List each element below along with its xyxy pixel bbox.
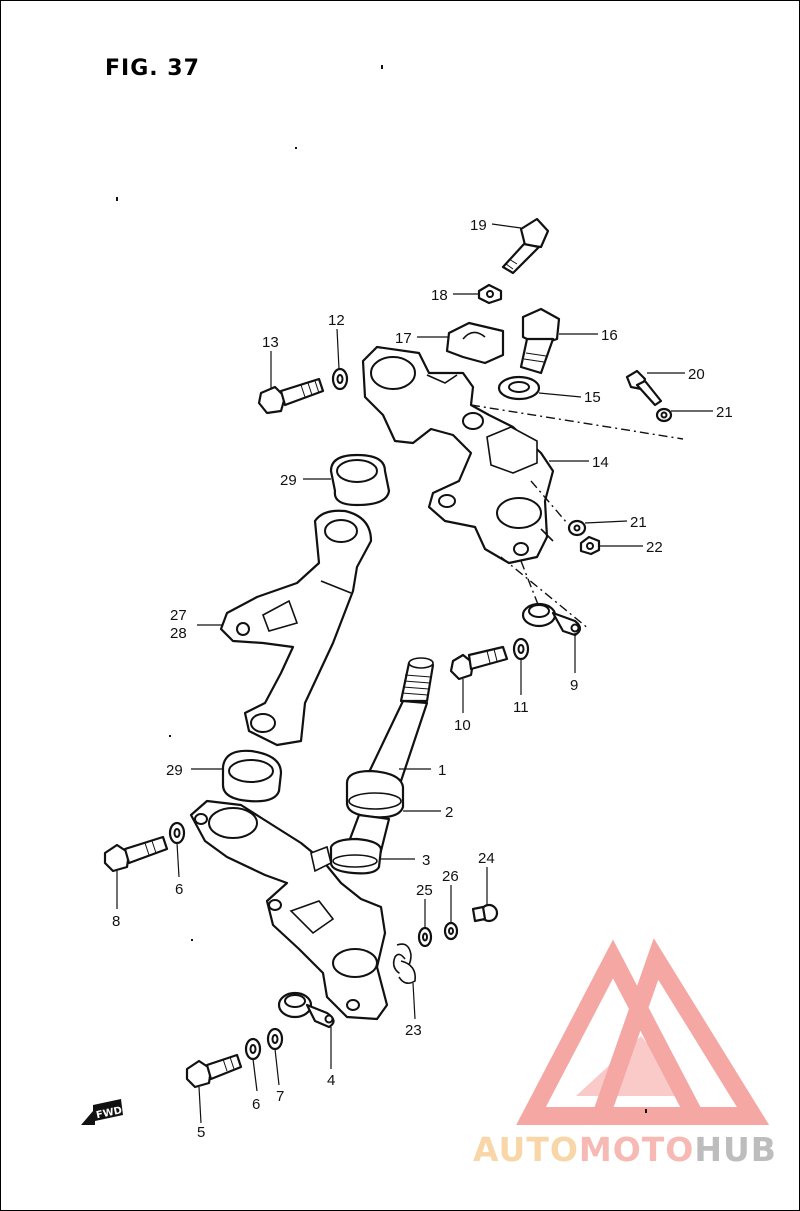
callout-21b: 21 xyxy=(630,514,647,531)
leader-lines xyxy=(116,223,713,1124)
callout-25: 25 xyxy=(416,882,433,899)
callout-6b: 6 xyxy=(252,1096,260,1113)
washer-21b xyxy=(567,519,587,537)
callout-9: 9 xyxy=(570,677,578,694)
callout-14: 14 xyxy=(592,454,609,471)
steering-stem-1 xyxy=(329,657,435,875)
callout-24: 24 xyxy=(478,850,495,867)
callout-21a: 21 xyxy=(716,404,733,421)
fwd-arrow-icon: FWD xyxy=(81,1099,123,1125)
nut-22 xyxy=(579,535,601,556)
figure-title: FIG. 37 xyxy=(105,56,200,81)
callout-3: 3 xyxy=(422,852,430,869)
callout-13: 13 xyxy=(262,334,279,351)
callout-27: 27 xyxy=(170,607,187,624)
callout-2: 2 xyxy=(445,804,453,821)
grommet-4 xyxy=(277,991,335,1029)
bolt-16 xyxy=(519,307,561,375)
assembly-lines xyxy=(470,404,684,630)
callout-7: 7 xyxy=(276,1088,284,1105)
washer-15 xyxy=(497,375,541,401)
seal-29a xyxy=(329,453,391,507)
callout-19: 19 xyxy=(470,217,487,234)
washer-26 xyxy=(443,921,459,941)
triangle-logo-icon xyxy=(516,938,770,1125)
bolt-19 xyxy=(501,217,550,275)
seal-29b xyxy=(221,749,283,803)
callout-16: 16 xyxy=(601,327,618,344)
callout-6a: 6 xyxy=(175,881,183,898)
upper-bracket-14 xyxy=(361,345,555,565)
washer-21a xyxy=(655,407,673,423)
callout-17: 17 xyxy=(395,330,412,347)
fwd-label: FWD xyxy=(95,1105,123,1121)
washer-6b xyxy=(244,1037,262,1061)
callout-15: 15 xyxy=(584,389,601,406)
bolt-20 xyxy=(625,369,663,407)
bolt-8 xyxy=(103,835,169,873)
grommet-9 xyxy=(521,602,582,637)
screw-24 xyxy=(471,903,499,923)
clamp-17 xyxy=(445,321,505,365)
watermark-text: AUTOMOTOHUB xyxy=(473,1130,777,1169)
callout-8: 8 xyxy=(112,913,120,930)
washer-25 xyxy=(417,926,433,948)
washer-11 xyxy=(512,637,530,661)
bolt-10 xyxy=(449,645,509,681)
callout-10: 10 xyxy=(454,717,471,734)
washer-7 xyxy=(266,1027,284,1051)
nut-18 xyxy=(477,283,503,305)
callout-26: 26 xyxy=(442,868,459,885)
bracket-27-28 xyxy=(219,509,373,747)
callout-18: 18 xyxy=(431,287,448,304)
callout-20: 20 xyxy=(688,366,705,383)
callout-12: 12 xyxy=(328,312,345,329)
washer-6a xyxy=(168,821,186,845)
clip-23 xyxy=(392,943,417,985)
bolt-13 xyxy=(257,377,325,415)
callout-22: 22 xyxy=(646,539,663,556)
lower-bracket xyxy=(189,799,389,1021)
callout-28: 28 xyxy=(170,625,187,642)
callout-5: 5 xyxy=(197,1124,205,1141)
washer-12 xyxy=(331,367,349,391)
callout-11: 11 xyxy=(513,699,529,716)
scan-specks xyxy=(116,65,647,1113)
watermark-logo: AUTOMOTOHUB xyxy=(473,938,777,1169)
callout-29b: 29 xyxy=(166,762,183,779)
callout-4: 4 xyxy=(327,1072,335,1089)
bolt-5 xyxy=(185,1053,243,1089)
callout-1: 1 xyxy=(438,762,446,779)
callout-labels: 19 18 17 16 13 12 20 21 15 14 29 21 22 2… xyxy=(112,217,733,1141)
callout-23: 23 xyxy=(405,1022,422,1039)
callout-29a: 29 xyxy=(280,472,297,489)
